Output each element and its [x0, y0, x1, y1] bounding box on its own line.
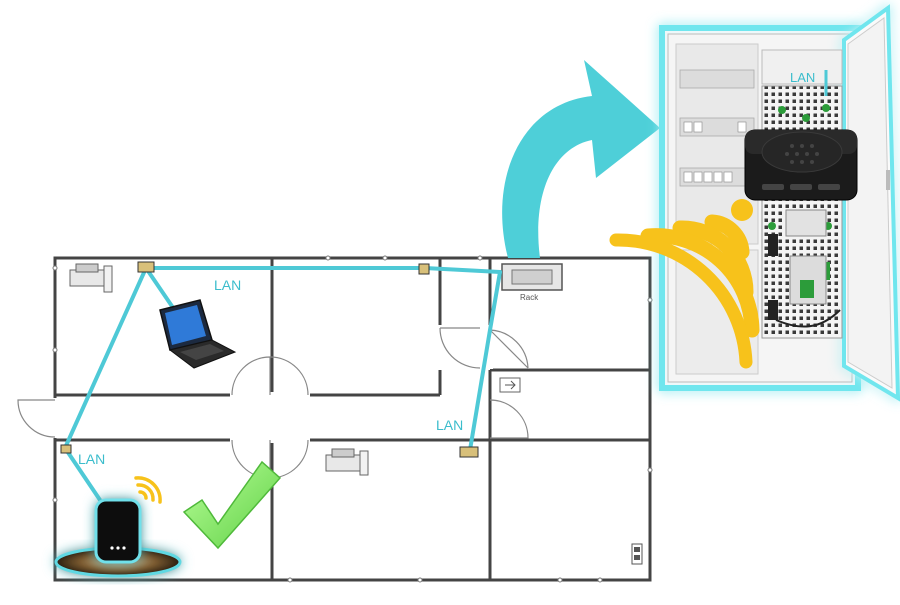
lan-label-right: LAN [436, 417, 463, 433]
socket-icon [632, 544, 642, 564]
printer-icon [326, 449, 368, 475]
lan-label-left: LAN [78, 451, 105, 467]
network-cabinet: LAN [662, 8, 898, 398]
lan-socket-icon [419, 264, 429, 274]
printer-icon [70, 264, 112, 292]
rack-label: Rack [520, 293, 539, 302]
laptop-icon [160, 300, 235, 368]
outer-wall [55, 258, 650, 580]
lan-socket-icon [138, 262, 154, 272]
rack-box: Rack [502, 264, 562, 302]
lan-cables [65, 268, 500, 500]
lan-label-top: LAN [214, 277, 241, 293]
lan-cable [146, 268, 500, 272]
wifi-waves-icon [136, 478, 160, 502]
wall-markers [53, 256, 652, 582]
lan-socket-icon [61, 445, 71, 453]
wifi-router-icon [56, 500, 180, 576]
thermostat-icon [500, 378, 520, 392]
floor-plan [55, 258, 650, 580]
lan-cable [65, 268, 146, 448]
lan-label-cabinet: LAN [790, 70, 815, 85]
checkmark-icon [184, 462, 280, 548]
lan-cable [470, 272, 500, 450]
curved-arrow-icon [502, 60, 660, 258]
lan-socket-icon [460, 447, 478, 457]
